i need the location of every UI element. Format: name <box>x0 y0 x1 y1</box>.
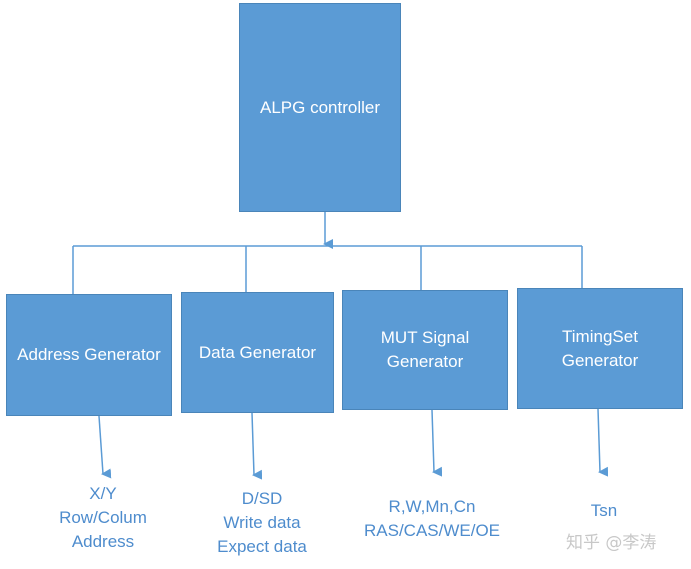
output-label: Address <box>71 532 135 551</box>
mut-generator-label-line2: Generator <box>386 352 464 371</box>
data-generator-label: Data Generator <box>198 342 317 362</box>
output-label: R,W,Mn,Cn <box>388 497 476 516</box>
alpg-controller-box: ALPG controller <box>239 3 401 212</box>
mut-outputs: R,W,Mn,Cn RAS/CAS/WE/OE <box>352 495 512 543</box>
timing-generator-label-line1: TimingSet <box>562 326 638 346</box>
timingset-generator-box: TimingSet Generator <box>517 288 683 409</box>
output-label: Write data <box>223 513 301 532</box>
controller-label: ALPG controller <box>260 97 380 117</box>
data-outputs: D/SD Write data Expect data <box>182 487 342 559</box>
timing-outputs: Tsn <box>554 499 654 523</box>
arrow-data-out <box>251 412 263 480</box>
timing-generator-label-line2: Generator <box>561 350 639 370</box>
arrow-address-out <box>98 415 112 479</box>
output-label: Row/Colum <box>59 508 147 527</box>
address-outputs: X/Y Row/Colum Address <box>23 482 183 554</box>
data-generator-box: Data Generator <box>181 292 334 413</box>
output-label: D/SD <box>241 489 283 508</box>
mut-generator-label-line1: MUT Signal <box>380 328 470 347</box>
mut-signal-generator-box: MUT Signal Generator <box>342 290 508 410</box>
arrow-mut-out <box>431 409 443 477</box>
output-label: Expect data <box>217 537 307 556</box>
arrow-timing-out <box>597 408 609 477</box>
output-label: X/Y <box>89 484 117 503</box>
watermark: 知乎 @李涛 <box>566 533 657 553</box>
address-generator-label: Address Generator <box>17 345 161 364</box>
output-label: Tsn <box>590 501 618 520</box>
address-generator-box: Address Generator <box>6 294 172 416</box>
output-label: RAS/CAS/WE/OE <box>363 521 501 540</box>
